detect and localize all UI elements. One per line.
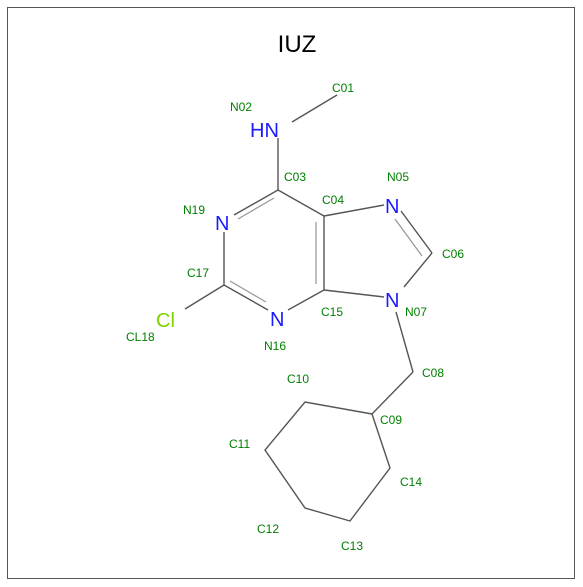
bond-n05-c06 bbox=[400, 210, 433, 254]
atom-label-c12: C12 bbox=[257, 522, 279, 536]
element-n19: N bbox=[215, 213, 229, 235]
element-n07: N bbox=[385, 290, 399, 312]
bond-c08-c09 bbox=[371, 371, 414, 415]
atom-label-c09: C09 bbox=[380, 413, 402, 427]
atom-label-n02: N02 bbox=[230, 100, 252, 114]
atom-label-c08: C08 bbox=[422, 366, 444, 380]
atom-label-n16: N16 bbox=[264, 339, 286, 353]
element-symbols: HN N N N N Cl bbox=[156, 120, 399, 332]
atom-label-c01: C01 bbox=[332, 81, 354, 95]
bond-c17-n16-double bbox=[229, 280, 267, 303]
element-n16: N bbox=[270, 309, 284, 331]
element-hn: HN bbox=[250, 120, 279, 142]
atom-label-c13: C13 bbox=[341, 539, 363, 553]
bond-c03-c04 bbox=[277, 189, 325, 217]
atom-label-n19: N19 bbox=[183, 203, 205, 217]
bond-c04-n05 bbox=[323, 204, 385, 217]
atom-label-c06: C06 bbox=[442, 247, 464, 261]
atom-label-c14: C14 bbox=[400, 475, 422, 489]
bond-n07-c08 bbox=[395, 311, 414, 373]
atom-labels: C01 N02 C03 C04 N05 C06 N07 C08 C09 C10 … bbox=[126, 81, 464, 553]
atom-label-c04: C04 bbox=[322, 193, 344, 207]
element-n05: N bbox=[385, 196, 399, 218]
element-cl: Cl bbox=[156, 310, 175, 332]
molecule-title: IUZ bbox=[278, 31, 317, 58]
bond-c17-n16 bbox=[223, 284, 269, 311]
atom-label-c17: C17 bbox=[187, 266, 209, 280]
atom-label-c15: C15 bbox=[321, 305, 343, 319]
bond-c06-n07 bbox=[403, 252, 433, 288]
bond-n05-c06-double bbox=[394, 218, 423, 257]
diagram-frame bbox=[7, 7, 575, 579]
bond-cyclohexane-ring bbox=[264, 401, 391, 522]
bond-c03-n19-double bbox=[237, 197, 275, 220]
atom-label-c11: C11 bbox=[229, 437, 250, 451]
bond-c17-cl18 bbox=[184, 284, 225, 310]
atom-label-cl18: CL18 bbox=[126, 330, 155, 344]
bond-n07-c15 bbox=[323, 289, 385, 298]
atom-label-c03: C03 bbox=[284, 170, 306, 184]
bond-c03-n19 bbox=[233, 189, 279, 216]
atom-label-n05: N05 bbox=[387, 170, 409, 184]
atom-label-c10: C10 bbox=[287, 372, 309, 386]
bond-n16-c15 bbox=[287, 289, 325, 311]
atom-label-n07: N07 bbox=[405, 305, 427, 319]
bonds bbox=[184, 94, 433, 522]
bond-c01-n02 bbox=[291, 94, 338, 123]
